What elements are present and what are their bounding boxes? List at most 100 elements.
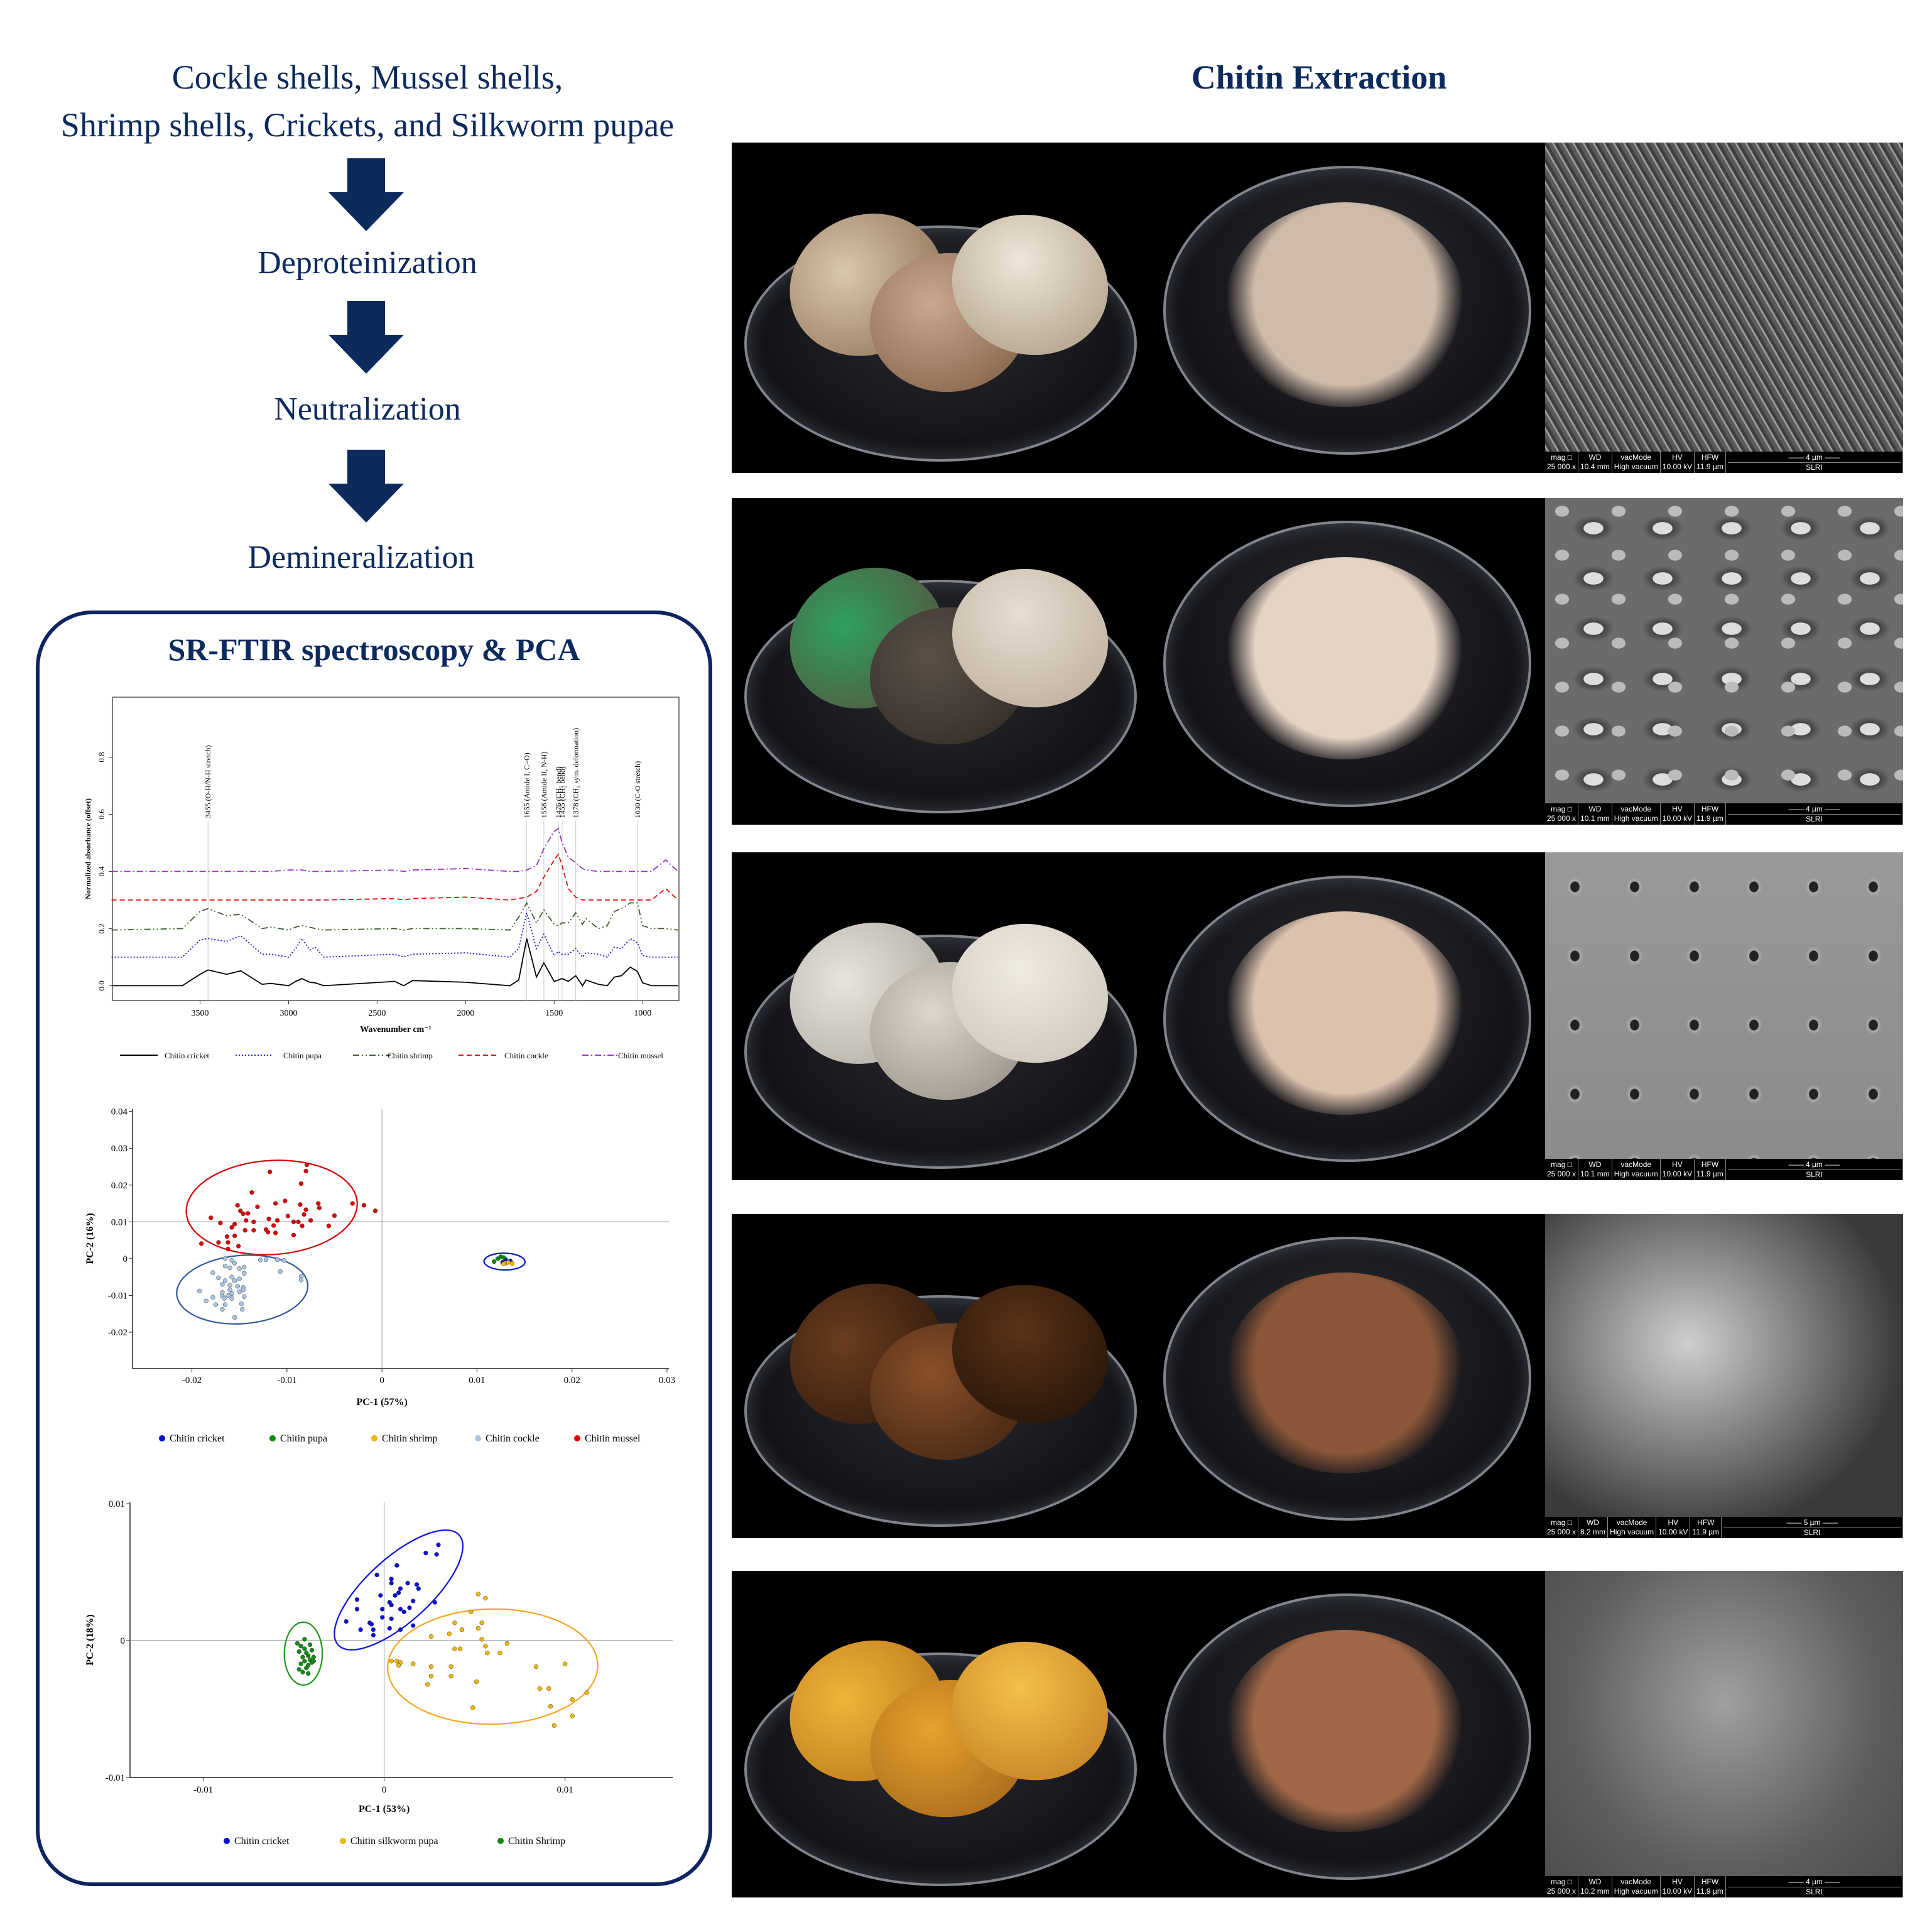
legend-label: Chitin cricket: [234, 1836, 290, 1847]
score-point: [213, 1302, 219, 1307]
score-point: [298, 1278, 304, 1283]
score-point: [232, 1233, 237, 1239]
sem-field-header: WD: [1588, 805, 1602, 813]
score-point: [394, 1563, 399, 1568]
score-point: [300, 1224, 305, 1229]
sem-scale-label: —— 5 µm ——: [1723, 1518, 1901, 1528]
score-point: [271, 1223, 276, 1228]
series-line-chitin-mussel: [111, 827, 679, 872]
y-tick-label: -0.01: [108, 1291, 128, 1301]
y-tick-label: 0.6: [97, 809, 106, 820]
score-point: [291, 1232, 296, 1238]
legend-marker: [159, 1435, 165, 1441]
legend-marker: [371, 1435, 377, 1441]
score-point: [448, 1674, 453, 1679]
score-point: [326, 1224, 332, 1229]
score-point: [222, 1263, 228, 1269]
score-point: [296, 1667, 301, 1672]
legend-marker: [340, 1838, 346, 1844]
y-axis-label: Normalized absorbance (offset): [84, 798, 92, 899]
chitin-powder-pile: [1224, 202, 1465, 407]
down-arrow-icon: [328, 301, 404, 374]
score-point: [533, 1664, 539, 1669]
score-point: [242, 1264, 247, 1270]
step-demineralization: Demineralization: [247, 540, 475, 575]
sem-field-value: 11.9 µm: [1696, 462, 1723, 471]
sem-field-value: 11.9 µm: [1692, 1528, 1720, 1536]
score-point: [199, 1241, 204, 1246]
sem-field-value: High vacuum: [1614, 814, 1658, 823]
score-point: [232, 1278, 237, 1283]
sem-facility-label: SLRI: [1806, 1170, 1823, 1179]
sem-field-header: WD: [1588, 1160, 1602, 1169]
y-axis-label: PC-2 (16%): [85, 1213, 95, 1264]
confidence-ellipse: [185, 1159, 358, 1256]
y-tick-label: -0.01: [106, 1773, 125, 1783]
y-tick-label: 0: [121, 1636, 126, 1646]
x-tick-label: 2500: [368, 1009, 386, 1018]
score-point: [227, 1265, 232, 1271]
sem-field-value: High vacuum: [1614, 1887, 1658, 1896]
score-point: [389, 1602, 394, 1608]
score-point: [371, 1632, 376, 1638]
score-point: [237, 1289, 242, 1294]
score-point: [303, 1207, 308, 1212]
score-point: [249, 1190, 254, 1195]
score-point: [452, 1646, 457, 1651]
score-point: [225, 1240, 231, 1245]
confidence-ellipse: [387, 1608, 599, 1725]
sem-scale-label: —— 4 µm ——: [1727, 1160, 1901, 1170]
score-point: [369, 1622, 374, 1627]
x-tick-label: -0.01: [193, 1785, 213, 1795]
score-point: [302, 1659, 307, 1664]
legend-marker: [475, 1435, 481, 1441]
annotation-label: 3455 (O-H/N-H stretch): [204, 745, 212, 818]
sem-field-header: HV: [1672, 453, 1683, 462]
step-neutralization: Neutralization: [274, 391, 461, 427]
legend-label: Chitin cricket: [165, 1051, 210, 1060]
sem-field-mag: mag □25 000 x: [1545, 1517, 1579, 1538]
score-point: [232, 1261, 237, 1266]
score-point: [285, 1213, 290, 1218]
score-point: [457, 1646, 463, 1651]
score-point: [452, 1620, 457, 1625]
confidence-ellipse: [176, 1254, 309, 1325]
score-point: [266, 1217, 271, 1222]
score-point: [241, 1288, 246, 1293]
score-point: [218, 1220, 223, 1225]
sem-scale-bar: —— 4 µm ——SLRI: [1726, 1159, 1903, 1180]
score-point: [428, 1664, 434, 1669]
score-point: [197, 1288, 202, 1294]
score-point: [389, 1616, 394, 1621]
score-point: [222, 1302, 228, 1307]
score-point: [236, 1244, 241, 1249]
score-point: [301, 1212, 307, 1217]
series-line-chitin-pupa: [111, 913, 678, 958]
legend-marker: [574, 1435, 580, 1441]
sem-scale-label: —— 4 µm ——: [1727, 1877, 1901, 1887]
score-point: [300, 1654, 305, 1659]
photo-chitin-powder-mussel: [1144, 498, 1545, 825]
sem-facility-label: SLRI: [1803, 1528, 1821, 1537]
sem-field-value: High vacuum: [1610, 1528, 1654, 1536]
score-point: [225, 1293, 231, 1298]
score-point: [298, 1181, 304, 1186]
score-point: [229, 1258, 234, 1263]
score-point: [210, 1294, 215, 1300]
series-line-chitin-cricket: [111, 938, 678, 987]
photo-raw-cockle: [732, 143, 1144, 473]
score-point: [304, 1162, 310, 1168]
score-point: [361, 1203, 367, 1208]
sem-field-value: 11.9 µm: [1696, 1887, 1723, 1896]
score-point: [302, 1637, 307, 1642]
photo-raw-shrimp: [732, 852, 1144, 1180]
score-point: [475, 1625, 481, 1631]
sem-field-mag: mag □25 000 x: [1545, 452, 1579, 473]
